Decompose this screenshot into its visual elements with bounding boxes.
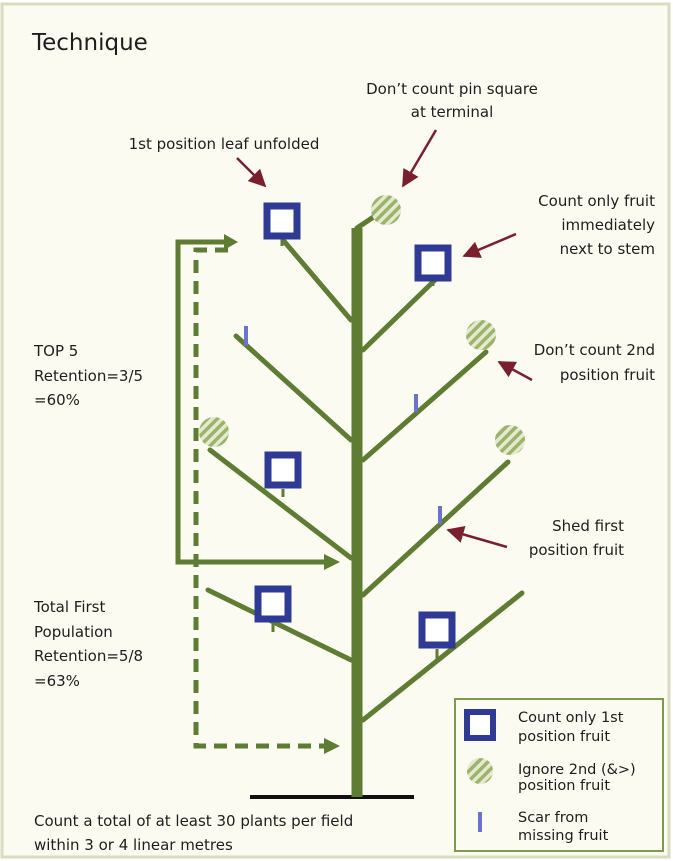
- branch: [360, 459, 511, 598]
- branch: [205, 587, 354, 663]
- arrow-shed-first: [446, 525, 508, 549]
- top5-line: =60%: [34, 391, 80, 409]
- second-position-bolls: [199, 195, 525, 455]
- square-icon: [464, 709, 496, 741]
- boll-icon: [371, 195, 401, 225]
- branch: [360, 277, 438, 353]
- first-leaf-label: 1st position leaf unfolded: [129, 135, 320, 153]
- shed-first-line: position fruit: [529, 541, 624, 559]
- fruit-squares: [254, 202, 456, 649]
- total-line: Total First: [33, 598, 105, 616]
- square-icon: [414, 244, 452, 282]
- dont-count-2nd-line: position fruit: [560, 366, 655, 384]
- branch: [280, 237, 354, 323]
- boll-icon: [466, 320, 496, 350]
- footer-line: Count a total of at least 30 plants per …: [34, 812, 353, 830]
- branch: [360, 349, 489, 463]
- pointer-arrows: [236, 129, 533, 549]
- bracket-arrowhead-top: [224, 234, 238, 250]
- square-icon: [264, 451, 302, 489]
- total-line: =63%: [34, 672, 80, 690]
- pin-square-line: Don’t count pin square: [366, 80, 538, 98]
- branch: [360, 590, 525, 723]
- arrow-first-leaf: [236, 157, 267, 188]
- legend-item-square-line: position fruit: [518, 729, 610, 745]
- total-line: Retention=5/8: [34, 647, 143, 665]
- arrow-pin-square: [401, 129, 438, 188]
- branches: [205, 211, 525, 723]
- legend-item-scar-line: Scar from: [518, 810, 588, 826]
- square-icon: [254, 585, 292, 623]
- total-line: Population: [34, 623, 113, 641]
- annotations: Don’t count pin square at terminal 1st p…: [33, 80, 655, 854]
- total-bracket-line: [193, 247, 326, 749]
- footer-line: within 3 or 4 linear metres: [34, 836, 233, 854]
- bracket-arrowhead-bottom: [324, 554, 340, 570]
- count-only-line: immediately: [561, 216, 655, 234]
- count-only-line: Count only fruit: [538, 192, 655, 210]
- count-only-line: next to stem: [560, 240, 655, 258]
- legend: Count only 1st position fruit Ignore 2nd…: [454, 698, 664, 852]
- top5-line: TOP 5: [33, 342, 78, 360]
- legend-item-boll-line: position fruit: [518, 778, 610, 794]
- arrow-dont-count-2nd: [497, 360, 533, 382]
- fruit-stalks: [271, 240, 439, 660]
- arrow-count-only: [462, 232, 517, 258]
- top5-line: Retention=3/5: [34, 367, 143, 385]
- top5-bracket-line: [175, 239, 326, 565]
- square-icon: [263, 202, 301, 240]
- shed-first-line: Shed first: [552, 517, 624, 535]
- dont-count-2nd-line: Don’t count 2nd: [534, 341, 655, 359]
- square-icon: [418, 611, 456, 649]
- fruit-scars: [244, 326, 442, 524]
- top5-bracket: [175, 239, 326, 565]
- boll-icon: [467, 758, 493, 784]
- legend-item-scar-line: missing fruit: [518, 828, 609, 844]
- legend-item-square-line: Count only 1st: [518, 710, 624, 726]
- pin-square-line: at terminal: [411, 103, 494, 121]
- branch: [233, 333, 354, 443]
- branch: [207, 447, 354, 561]
- legend-item-boll-line: Ignore 2nd (&>): [518, 762, 636, 778]
- boll-icon: [199, 417, 229, 447]
- dashed-arrowhead: [324, 738, 340, 754]
- boll-icon: [495, 425, 525, 455]
- page-title: Technique: [31, 30, 148, 56]
